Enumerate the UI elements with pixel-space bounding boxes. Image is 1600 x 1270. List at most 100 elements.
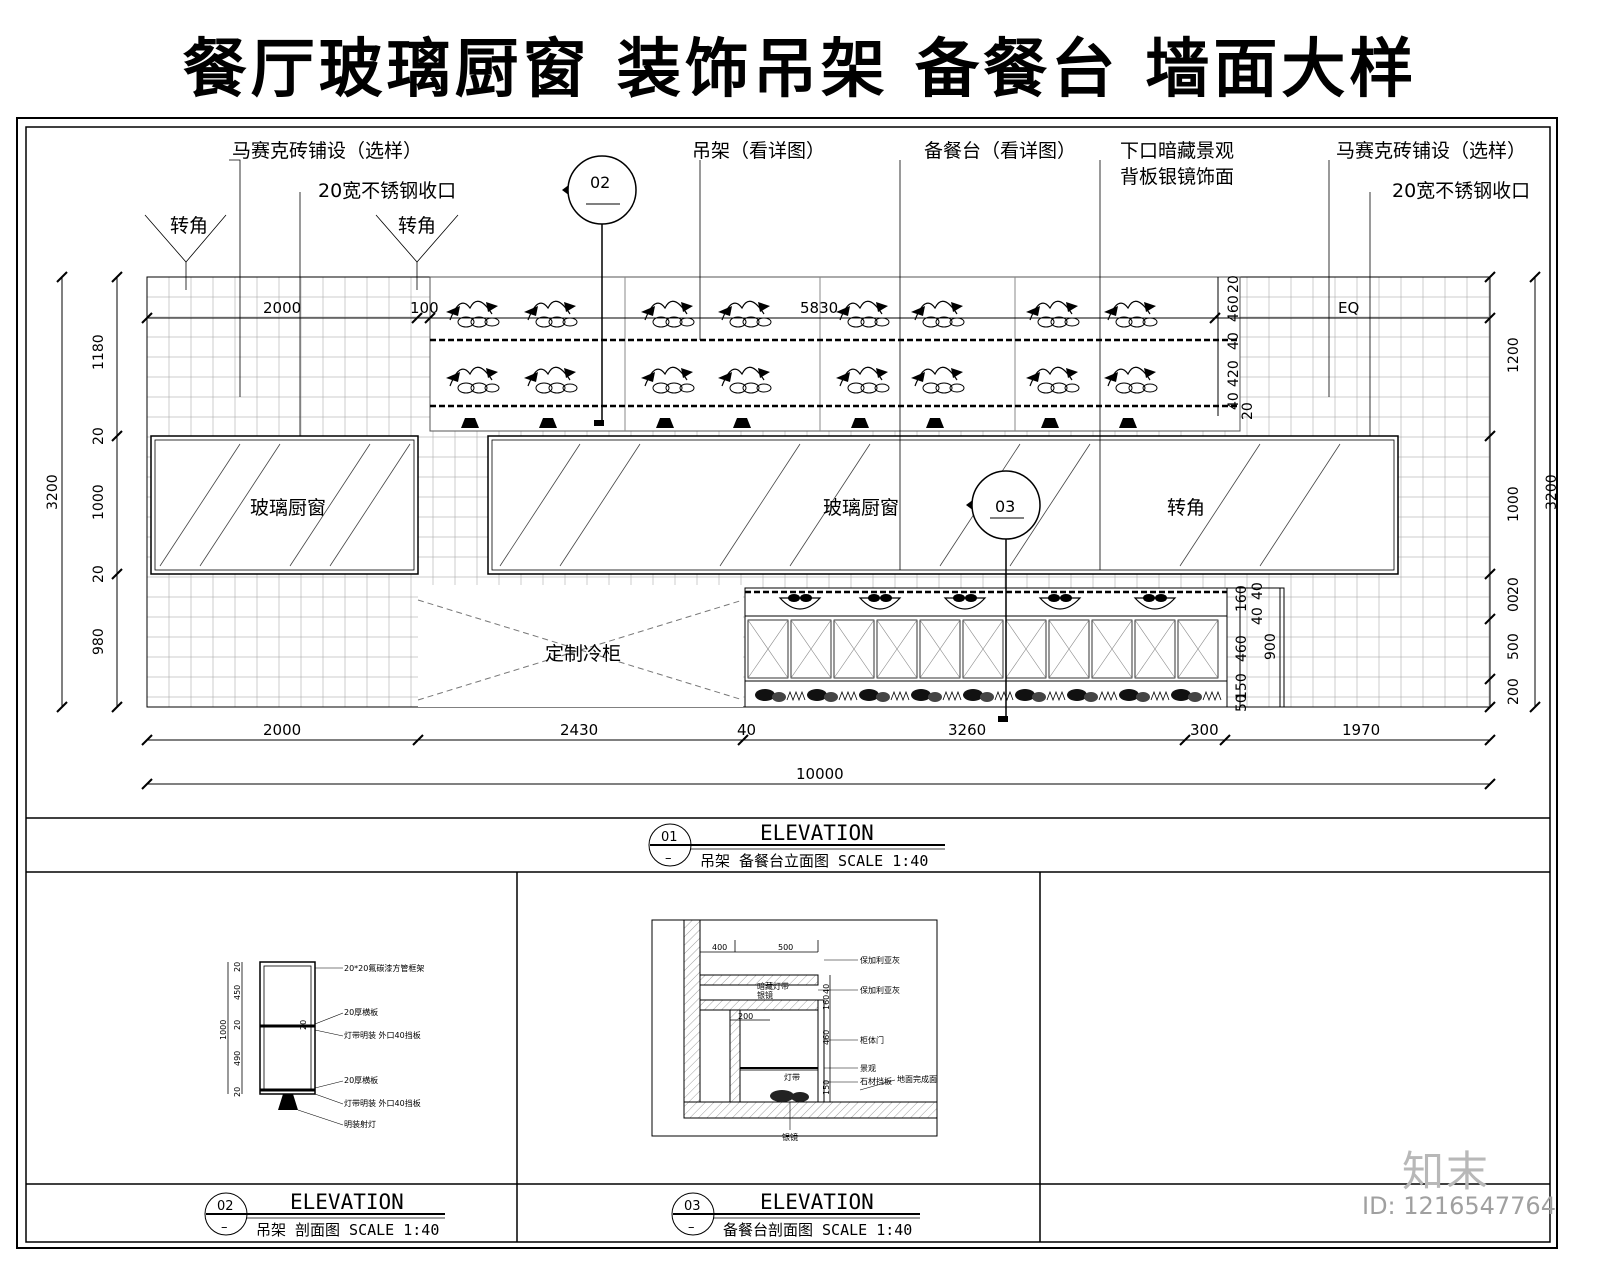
glass-reflection-lines bbox=[159, 443, 1341, 567]
stone-icon bbox=[963, 689, 983, 701]
sec03-label-5: 柜体门 bbox=[860, 1035, 884, 1045]
dim-right-500: 500 bbox=[1506, 633, 1522, 660]
dim-left-1180: 1180 bbox=[91, 334, 107, 370]
panel-02-caption: 吊架 剖面图 SCALE 1:40 bbox=[256, 1221, 439, 1239]
dim-top-100: 100 bbox=[410, 299, 439, 317]
dim-left-20a: 20 bbox=[91, 427, 107, 445]
sec03-label-7: 景观 bbox=[860, 1064, 876, 1073]
elevation-01 bbox=[56, 155, 1541, 790]
dim-left-1000: 1000 bbox=[91, 484, 107, 520]
sec02-label-3: 灯带明装 外口40挡板 bbox=[344, 1030, 421, 1040]
watermark-logo: 知末 bbox=[1402, 1147, 1491, 1196]
spotlight-icon bbox=[733, 418, 751, 428]
plant-icon bbox=[911, 300, 965, 328]
sec02-label-6: 明装射灯 bbox=[344, 1119, 376, 1129]
callout-hidden-line2: 背板银镜饰面 bbox=[1120, 166, 1234, 188]
label-glass-corner: 转角 bbox=[1167, 497, 1205, 519]
stone-icon bbox=[1171, 689, 1191, 701]
panel-03-num: 03 bbox=[684, 1199, 701, 1214]
sec03-dim-200: 200 bbox=[738, 1012, 753, 1021]
cabinet-door bbox=[1091, 619, 1133, 679]
bowl-icon bbox=[1038, 597, 1082, 610]
bowl-icon bbox=[943, 597, 987, 610]
sec02-dim-20c: 20 bbox=[233, 1087, 242, 1097]
sec03-dim-40: 40 bbox=[822, 984, 831, 994]
callout-corner-1: 转角 bbox=[170, 215, 208, 237]
plant-icon bbox=[718, 366, 772, 394]
cabinet-door bbox=[919, 619, 961, 679]
sec02-dim-top: 20 bbox=[233, 962, 242, 972]
stone-icon bbox=[911, 689, 931, 701]
dim-bot-2000: 2000 bbox=[263, 721, 301, 739]
sec02-label-1: 20*20氟碳漆方管框架 bbox=[344, 963, 424, 973]
plant-icon bbox=[1104, 300, 1158, 328]
sec03-label-9: 地面完成面 bbox=[897, 1074, 937, 1084]
panel-01-sub: – bbox=[665, 851, 672, 866]
panel-02-title: ELEVATION bbox=[290, 1190, 404, 1214]
dim-ctr-50: 50 bbox=[1234, 694, 1250, 712]
bowl-icon bbox=[858, 597, 902, 610]
panel-01-num: 01 bbox=[661, 830, 678, 845]
panel-03-title: ELEVATION bbox=[760, 1190, 874, 1214]
cabinet-door bbox=[833, 619, 875, 679]
dim-ctr-900: 900 bbox=[1263, 633, 1279, 660]
callout-steel-left: 20宽不锈钢收口 bbox=[318, 180, 456, 202]
plant-icon bbox=[524, 300, 578, 328]
watermark-id: ID: 1216547764 bbox=[1362, 1192, 1556, 1220]
sheet-inner-border bbox=[25, 126, 1551, 1243]
plant-icon bbox=[1026, 300, 1080, 328]
dim-total: 10000 bbox=[796, 765, 844, 783]
sec03-label-6: 灯带 bbox=[784, 1072, 800, 1082]
dim-ctr-150: 150 bbox=[1234, 673, 1250, 700]
page-title: 餐厅玻璃厨窗 装饰吊架 备餐台 墙面大样 bbox=[182, 33, 1418, 107]
sec03-label-3: 银镜 bbox=[757, 990, 773, 1000]
dim-rack-420: 420 bbox=[1226, 360, 1242, 387]
dim-bot-300: 300 bbox=[1190, 721, 1219, 739]
sec03-label-1: 保加利亚灰 bbox=[860, 955, 900, 965]
cabinet-door bbox=[1177, 619, 1219, 679]
panel-03-caption: 备餐台剖面图 SCALE 1:40 bbox=[723, 1221, 912, 1239]
title-block-01: 01 – ELEVATION 吊架 备餐台立面图 SCALE 1:40 bbox=[648, 821, 945, 870]
plant-icon bbox=[718, 300, 772, 328]
sec02-dim-490: 490 bbox=[233, 1051, 242, 1066]
dim-bot-1970: 1970 bbox=[1342, 721, 1380, 739]
spotlight-icon bbox=[539, 418, 557, 428]
callout-rack: 吊架（看详图） bbox=[692, 140, 825, 162]
sec03-dim-500: 500 bbox=[778, 943, 793, 952]
dim-right-1000: 1000 bbox=[1506, 486, 1522, 522]
counter-doors bbox=[747, 619, 1219, 679]
dim-bot-2430: 2430 bbox=[560, 721, 598, 739]
cabinet-door bbox=[1134, 619, 1176, 679]
section-mark-02 bbox=[562, 155, 637, 426]
sec02-label-5: 灯带明装 外口40挡板 bbox=[344, 1098, 421, 1108]
plant-icon bbox=[641, 366, 695, 394]
sec03-dim-150: 150 bbox=[822, 1080, 831, 1095]
label-glass-center: 玻璃厨窗 bbox=[823, 497, 899, 519]
dim-ctr-460: 460 bbox=[1234, 635, 1250, 662]
stone-icon bbox=[1015, 689, 1035, 701]
dim-right-200: 200 bbox=[1506, 678, 1522, 705]
stone-icon bbox=[1119, 689, 1139, 701]
sec03-label-8: 石材挡板 bbox=[860, 1076, 892, 1086]
section-02-drawing bbox=[227, 961, 344, 1126]
stone-icon bbox=[1067, 689, 1087, 701]
dim-left-20b: 20 bbox=[91, 565, 107, 583]
section-03-drawing bbox=[651, 919, 938, 1137]
cabinet-door bbox=[876, 619, 918, 679]
serving-counter bbox=[744, 587, 1228, 708]
panel-01-caption: 吊架 备餐台立面图 SCALE 1:40 bbox=[700, 852, 928, 870]
panel-03-sub: – bbox=[688, 1220, 695, 1235]
plant-icon bbox=[911, 366, 965, 394]
spotlight-icon bbox=[461, 418, 479, 428]
label-glass-left: 玻璃厨窗 bbox=[250, 497, 326, 519]
dim-rack-20b: 20 bbox=[1240, 402, 1256, 420]
sec03-label-10: 银镜 bbox=[782, 1132, 798, 1142]
dim-right-00: 00 bbox=[1506, 594, 1522, 612]
plant-icon bbox=[1026, 366, 1080, 394]
plant-icon bbox=[836, 366, 890, 394]
section-mark-03 bbox=[966, 470, 1041, 722]
sec02-dim-20a: 20 bbox=[233, 1020, 242, 1030]
dim-top-5830: 5830 bbox=[800, 299, 838, 317]
cabinet-door bbox=[1048, 619, 1090, 679]
